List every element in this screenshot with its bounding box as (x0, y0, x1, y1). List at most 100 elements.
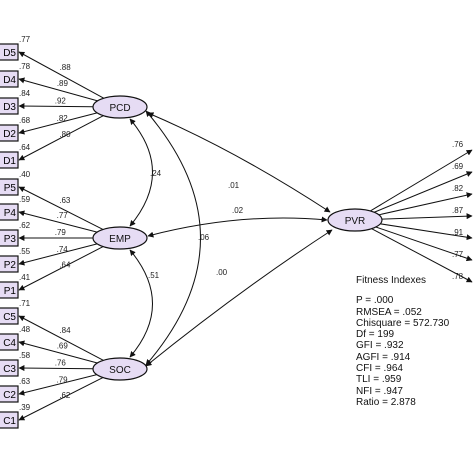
loading-arrow (18, 210, 98, 233)
r-squared-value: .39 (19, 403, 31, 412)
loading-value: .88 (60, 63, 72, 72)
r-squared-value: .63 (19, 377, 31, 386)
indicator-box (0, 229, 19, 247)
r-squared-value: .58 (19, 351, 31, 360)
fitness-line: Df = 199 (356, 329, 395, 341)
indicator-box (0, 333, 19, 351)
indicator-box (0, 70, 19, 88)
indicator-label: D1 (3, 156, 16, 167)
loading-value: .80 (59, 130, 71, 139)
covariance-emp-soc (129, 249, 153, 358)
pvr-loading-value: .78 (452, 272, 464, 281)
correlation-pcd-emp: .24 (150, 169, 162, 178)
correlation-pcd-pvr: .01 (228, 181, 240, 190)
indicator-label: P4 (4, 208, 17, 219)
pvr-loading-value: .76 (452, 140, 464, 149)
indicator-label: C4 (3, 338, 16, 349)
loading-value: .82 (57, 114, 69, 123)
indicator-label: D5 (3, 48, 16, 59)
fitness-line: RMSEA = .052 (356, 306, 422, 318)
r-squared-value: .78 (19, 62, 31, 71)
covariance-pcd-pvr (147, 112, 331, 213)
pvr-loading-value: .69 (452, 162, 464, 171)
r-squared-value: .55 (19, 247, 31, 256)
loading-arrow (18, 243, 98, 266)
latent-ellipse-pvr (327, 208, 383, 232)
pvr-loading-value: .91 (452, 228, 464, 237)
loading-arrow (18, 77, 98, 102)
indicator-label: C3 (3, 364, 16, 375)
latent-label-pvr: PVR (345, 216, 366, 227)
loading-value: .77 (57, 211, 69, 220)
fitness-line: P = .000 (356, 295, 394, 307)
pvr-indicator-arrow (370, 149, 473, 212)
loading-arrow (18, 115, 104, 161)
fitness-title: Fitness Indexes (356, 275, 427, 286)
loading-arrow (18, 315, 104, 361)
fitness-line: CFI = .964 (356, 363, 403, 375)
r-squared-value: .48 (19, 325, 31, 334)
pvr-indicator-arrow (380, 223, 473, 241)
latent-ellipse-soc (92, 357, 148, 381)
correlation-emp-soc: .51 (148, 271, 160, 280)
correlation-emp-pvr: .02 (232, 206, 244, 215)
covariance-emp-pvr (147, 216, 328, 238)
indicator-label: C5 (3, 312, 16, 323)
loading-value: .84 (59, 326, 71, 335)
latent-ellipse-emp (92, 226, 148, 250)
r-squared-value: .84 (19, 89, 31, 98)
loading-value: .79 (56, 375, 68, 384)
indicator-box (0, 385, 19, 403)
loading-value: .63 (59, 196, 71, 205)
latent-label-pcd: PCD (109, 103, 130, 114)
loading-value: .89 (57, 79, 69, 88)
indicator-label: D4 (3, 75, 16, 86)
correlation-soc-pvr: .00 (216, 268, 228, 277)
indicator-box (0, 255, 19, 273)
loading-arrow (18, 377, 104, 421)
indicator-box (0, 151, 19, 169)
indicator-box (0, 178, 19, 196)
pvr-indicator-arrow (371, 228, 473, 283)
r-squared-value: .41 (19, 273, 31, 282)
fitness-line: Ratio = 2.878 (356, 396, 416, 408)
fitness-line: Chisquare = 572.730 (356, 317, 450, 329)
r-squared-value: .62 (19, 221, 31, 230)
pvr-indicator-arrow (381, 213, 473, 220)
r-squared-value: .64 (19, 143, 31, 152)
loading-value: .64 (59, 260, 71, 269)
loading-arrow (18, 374, 97, 396)
loading-arrow (18, 51, 104, 99)
indicator-label: P3 (4, 234, 17, 245)
loading-value: .76 (55, 358, 67, 367)
indicator-label: C2 (3, 390, 16, 401)
loading-arrow (18, 246, 104, 291)
indicator-box (0, 97, 19, 115)
fitness-line: AGFI = .914 (356, 351, 411, 363)
pvr-indicator-arrow (375, 226, 473, 262)
indicator-box (0, 124, 19, 142)
loading-value: .62 (59, 391, 71, 400)
indicator-label: D2 (3, 129, 16, 140)
latent-label-soc: SOC (109, 365, 131, 376)
indicator-label: C1 (3, 416, 16, 427)
indicator-box (0, 203, 19, 221)
r-squared-value: .71 (19, 299, 31, 308)
loading-arrow (18, 103, 94, 110)
indicator-label: P2 (4, 260, 17, 271)
fitness-indexes-panel: Fitness Indexes P = .000 RMSEA = .052 Ch… (356, 275, 474, 408)
loading-value: .69 (57, 341, 69, 350)
latent-label-emp: EMP (109, 234, 131, 245)
indicator-box (0, 43, 19, 61)
loading-value: .74 (57, 245, 69, 254)
latent-ellipse-pcd (92, 95, 148, 119)
loading-arrow (18, 112, 98, 135)
loading-arrow (18, 365, 94, 372)
loading-value: .79 (55, 228, 67, 237)
pvr-loading-value: .87 (452, 206, 464, 215)
indicator-box (0, 411, 19, 429)
r-squared-value: .40 (19, 170, 31, 179)
loading-value: .92 (55, 96, 67, 105)
